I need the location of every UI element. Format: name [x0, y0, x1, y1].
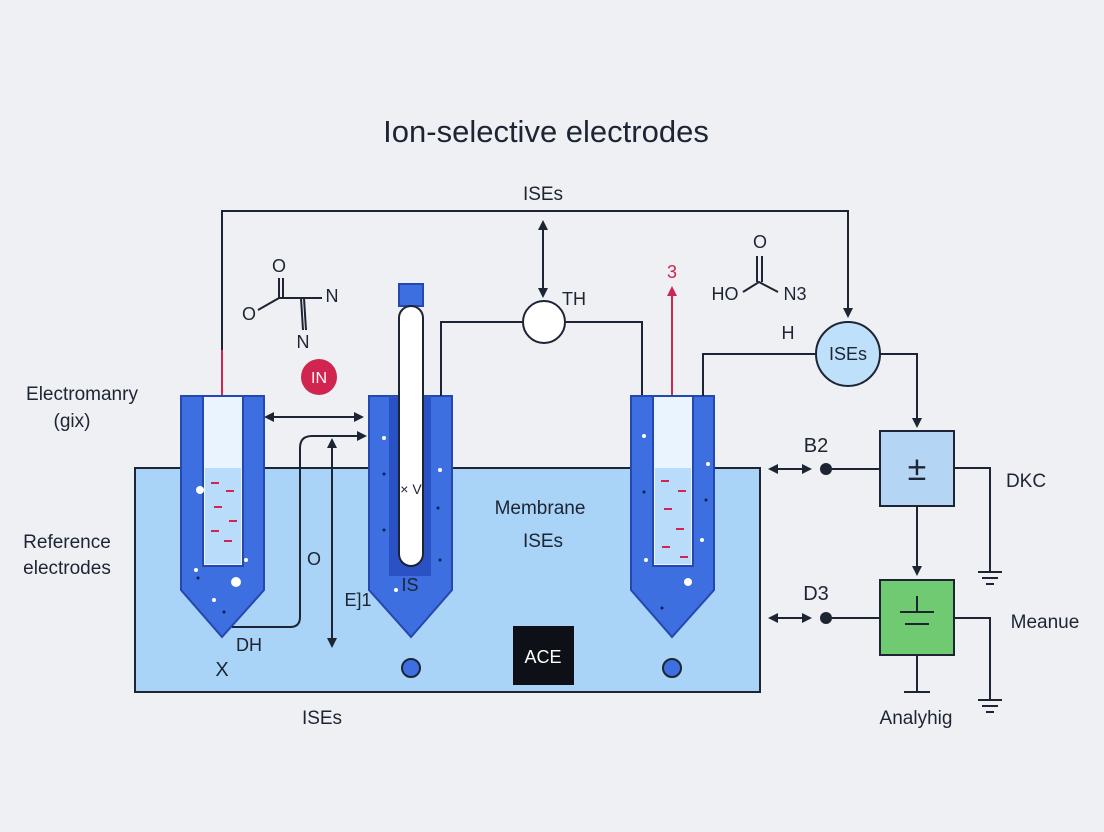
th-node [522, 300, 566, 344]
svg-text:N: N [326, 286, 339, 306]
left-reference-electrode [180, 395, 265, 639]
h-label: H [782, 323, 795, 343]
dkc-label: DKC [1006, 471, 1046, 492]
th-wire [440, 321, 643, 396]
svg-text:O: O [753, 232, 767, 252]
svg-text:HO: HO [712, 284, 739, 304]
svg-text:N: N [297, 332, 310, 352]
top-wire-label: ISEs [523, 184, 563, 205]
analyhig-label: Analyhig [880, 708, 953, 729]
top-connection-wire [221, 210, 853, 445]
ground-symbol-2 [978, 699, 1002, 713]
ground-symbol-1 [978, 571, 1002, 585]
meanue-label: Meanue [1011, 612, 1080, 633]
right-ion-selective-electrode [630, 395, 715, 639]
svg-text:O: O [272, 256, 286, 276]
diagram-title: Ion-selective electrodes [383, 114, 709, 149]
d3-label: D3 [803, 583, 829, 605]
x-mark: X [215, 659, 228, 681]
reference-label-2: electrodes [23, 558, 111, 579]
svg-text:O: O [242, 304, 256, 324]
tube-marks: × V [400, 481, 422, 497]
right-electrode-node [662, 658, 682, 678]
meanue-ground-wire [954, 617, 991, 700]
ace-label: ACE [524, 647, 561, 667]
ace-box [513, 626, 574, 685]
red-number: 3 [667, 262, 677, 282]
ises-node-label: ISEs [829, 344, 867, 364]
dkc-ground-wire [954, 467, 991, 572]
membrane-label-2: ISEs [523, 531, 563, 552]
dh-label: DH [236, 635, 262, 655]
o-label: O [307, 549, 321, 569]
d3-terminal [820, 612, 832, 624]
reference-label-1: Reference [23, 532, 111, 553]
right-molecule: O HO N3 [712, 232, 807, 304]
electromanry-label: Electromanry [26, 384, 138, 405]
ion-badge [301, 359, 337, 395]
center-electrode-node [401, 658, 421, 678]
e1-label: E]1 [344, 590, 371, 610]
is-label: IS [401, 575, 418, 595]
th-label: TH [562, 289, 586, 309]
plus-minus-symbol: ± [908, 450, 927, 488]
svg-text:N3: N3 [783, 284, 806, 304]
ises-to-meter-wire [880, 353, 922, 428]
dh-wire [232, 431, 367, 628]
battery-symbol [900, 596, 934, 625]
right-electrode-wire [702, 353, 815, 396]
ion-badge-label: IN [311, 370, 327, 387]
b2-terminal [820, 463, 832, 475]
b2-label: B2 [804, 435, 828, 457]
gix-label: (gix) [54, 411, 91, 432]
green-ground-wire [904, 655, 930, 693]
bottom-ises-label: ISEs [302, 708, 342, 729]
meter-box-green [879, 579, 955, 656]
membrane-label-1: Membrane [495, 498, 586, 519]
left-molecule: O O N N [242, 256, 339, 352]
center-ion-selective-electrode [368, 283, 453, 639]
